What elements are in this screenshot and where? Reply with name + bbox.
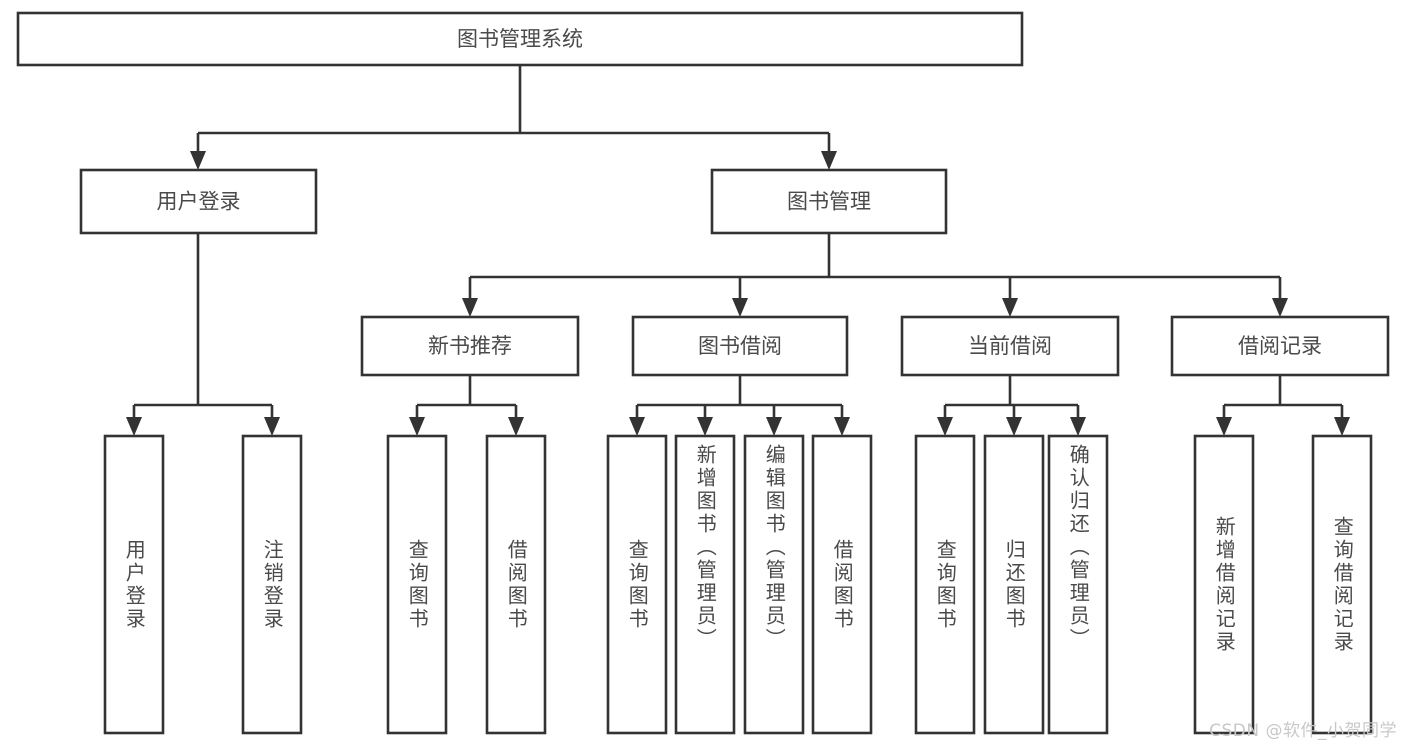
edge-l3-2-branch-1-arrowhead-icon [1006,417,1022,436]
node-box-新增借阅记录[interactable] [1193,434,1255,735]
edge-l3-1-branch-0-arrowhead-icon [629,417,645,436]
node-box-编辑图书管理员[interactable] [743,434,805,735]
node-box-查询图书[interactable] [386,434,448,735]
edge-books-branch-3-arrowhead-icon [1272,298,1288,317]
node-label-图书管理系统: 图书管理系统 [457,27,583,51]
edge-l3-0-branch-0-arrowhead-icon [409,417,425,436]
connector-edges [126,65,1350,436]
node-box-归还图书[interactable] [983,434,1045,735]
node-label-新书推荐: 新书推荐 [428,334,512,358]
node-label-图书借阅: 图书借阅 [698,334,782,358]
edge-root-branch-1-arrowhead-icon [821,151,837,170]
edge-l3-2-branch-0-arrowhead-icon [937,417,953,436]
edge-l3-0-branch-1-arrowhead-icon [508,417,524,436]
node-box-查询图书[interactable] [914,434,976,735]
node-box-查询借阅记录[interactable] [1311,434,1373,735]
node-box-新增图书管理员[interactable] [674,434,736,735]
node-box-图书管理系统[interactable] [16,11,1024,67]
edge-l3-2-branch-2-arrowhead-icon [1070,417,1086,436]
edge-l3-1-branch-1-arrowhead-icon [697,417,713,436]
node-label-借阅记录: 借阅记录 [1238,334,1322,358]
node-box-借阅记录[interactable] [1170,315,1390,377]
node-label-当前借阅: 当前借阅 [968,334,1052,358]
node-label-图书管理: 图书管理 [787,190,871,214]
edge-books-branch-0-arrowhead-icon [462,298,478,317]
node-box-图书借阅[interactable] [631,315,849,377]
edge-root-branch-0-arrowhead-icon [190,151,206,170]
edge-login-0-branch-1-arrowhead-icon [264,417,280,436]
edge-l3-3-branch-0-arrowhead-icon [1216,417,1232,436]
edge-books-branch-1-arrowhead-icon [732,298,748,317]
node-boxes [16,11,1390,735]
edge-login-0-branch-0-arrowhead-icon [126,417,142,436]
node-box-借阅图书[interactable] [811,434,873,735]
edge-books-branch-2-arrowhead-icon [1002,298,1018,317]
edge-l3-3-branch-1-arrowhead-icon [1334,417,1350,436]
node-box-当前借阅[interactable] [900,315,1120,377]
node-box-查询图书[interactable] [606,434,668,735]
edge-l3-1-branch-3-arrowhead-icon [834,417,850,436]
node-label-用户登录: 用户登录 [157,190,241,214]
watermark-text: CSDN @软件_小贺同学 [1209,721,1397,741]
node-box-用户登录[interactable] [103,434,165,735]
node-box-借阅图书[interactable] [485,434,547,735]
node-box-用户登录[interactable] [79,168,318,235]
node-box-确认归还管理员[interactable] [1047,434,1109,735]
node-box-图书管理[interactable] [710,168,948,235]
edge-l3-1-branch-2-arrowhead-icon [766,417,782,436]
node-box-注销登录[interactable] [241,434,303,735]
node-box-新书推荐[interactable] [360,315,580,377]
